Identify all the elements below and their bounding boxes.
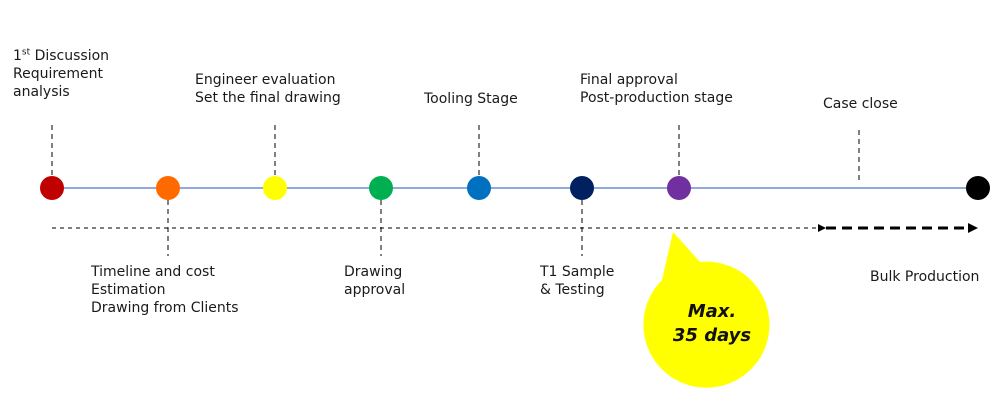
- label-estimation-line3: Drawing from Clients: [91, 300, 239, 316]
- callout-bubble: [643, 232, 770, 388]
- milestone-dot-case-close: [966, 176, 990, 200]
- milestone-dot-tooling: [467, 176, 491, 200]
- label-engineer: Engineer evaluation Set the final drawin…: [195, 71, 341, 107]
- milestone-dot-engineer: [263, 176, 287, 200]
- label-final-approval-line1: Final approval: [580, 72, 678, 88]
- label-drawing-approval-line1: Drawing: [344, 264, 403, 280]
- label-discussion-line3: analysis: [13, 84, 70, 100]
- label-engineer-line2: Set the final drawing: [195, 90, 341, 106]
- milestone-dot-estimation: [156, 176, 180, 200]
- label-tooling-line1: Tooling Stage: [424, 91, 518, 107]
- label-discussion-line2: Requirement: [13, 66, 104, 82]
- label-t1-sample: T1 Sample & Testing: [540, 263, 614, 299]
- label-tooling: Tooling Stage: [424, 90, 518, 108]
- bulk-production-arrow-head: [968, 223, 978, 233]
- label-bulk-production-line1: Bulk Production: [870, 269, 980, 285]
- label-final-approval: Final approval Post-production stage: [580, 71, 733, 107]
- label-estimation-line1: Timeline and cost: [91, 264, 215, 280]
- label-discussion-line1: 1st Discussion: [13, 47, 110, 64]
- milestone-dot-t1-sample: [570, 176, 594, 200]
- label-discussion: 1st Discussion Requirement analysis: [13, 47, 109, 101]
- callout-line2: 35 days: [672, 325, 752, 346]
- label-engineer-line1: Engineer evaluation: [195, 72, 336, 88]
- label-t1-sample-line1: T1 Sample: [540, 264, 615, 280]
- duration-arrow-head: [818, 224, 826, 232]
- label-estimation-line2: Estimation: [91, 282, 166, 298]
- callout-line1: Max.: [687, 301, 737, 322]
- milestone-dot-drawing-approval: [369, 176, 393, 200]
- label-drawing-approval-line2: approval: [344, 282, 406, 298]
- label-case-close-line1: Case close: [823, 96, 898, 112]
- label-final-approval-line2: Post-production stage: [580, 90, 733, 106]
- label-case-close: Case close: [823, 95, 898, 113]
- milestone-dot-final-approval: [667, 176, 691, 200]
- label-bulk-production: Bulk Production: [870, 268, 979, 286]
- label-t1-sample-line2: & Testing: [540, 282, 605, 298]
- callout-text: Max. 35 days: [652, 300, 772, 348]
- label-drawing-approval: Drawing approval: [344, 263, 405, 299]
- milestone-dot-discussion: [40, 176, 64, 200]
- label-estimation: Timeline and cost Estimation Drawing fro…: [91, 263, 239, 317]
- ordinal-suffix: st: [21, 47, 31, 58]
